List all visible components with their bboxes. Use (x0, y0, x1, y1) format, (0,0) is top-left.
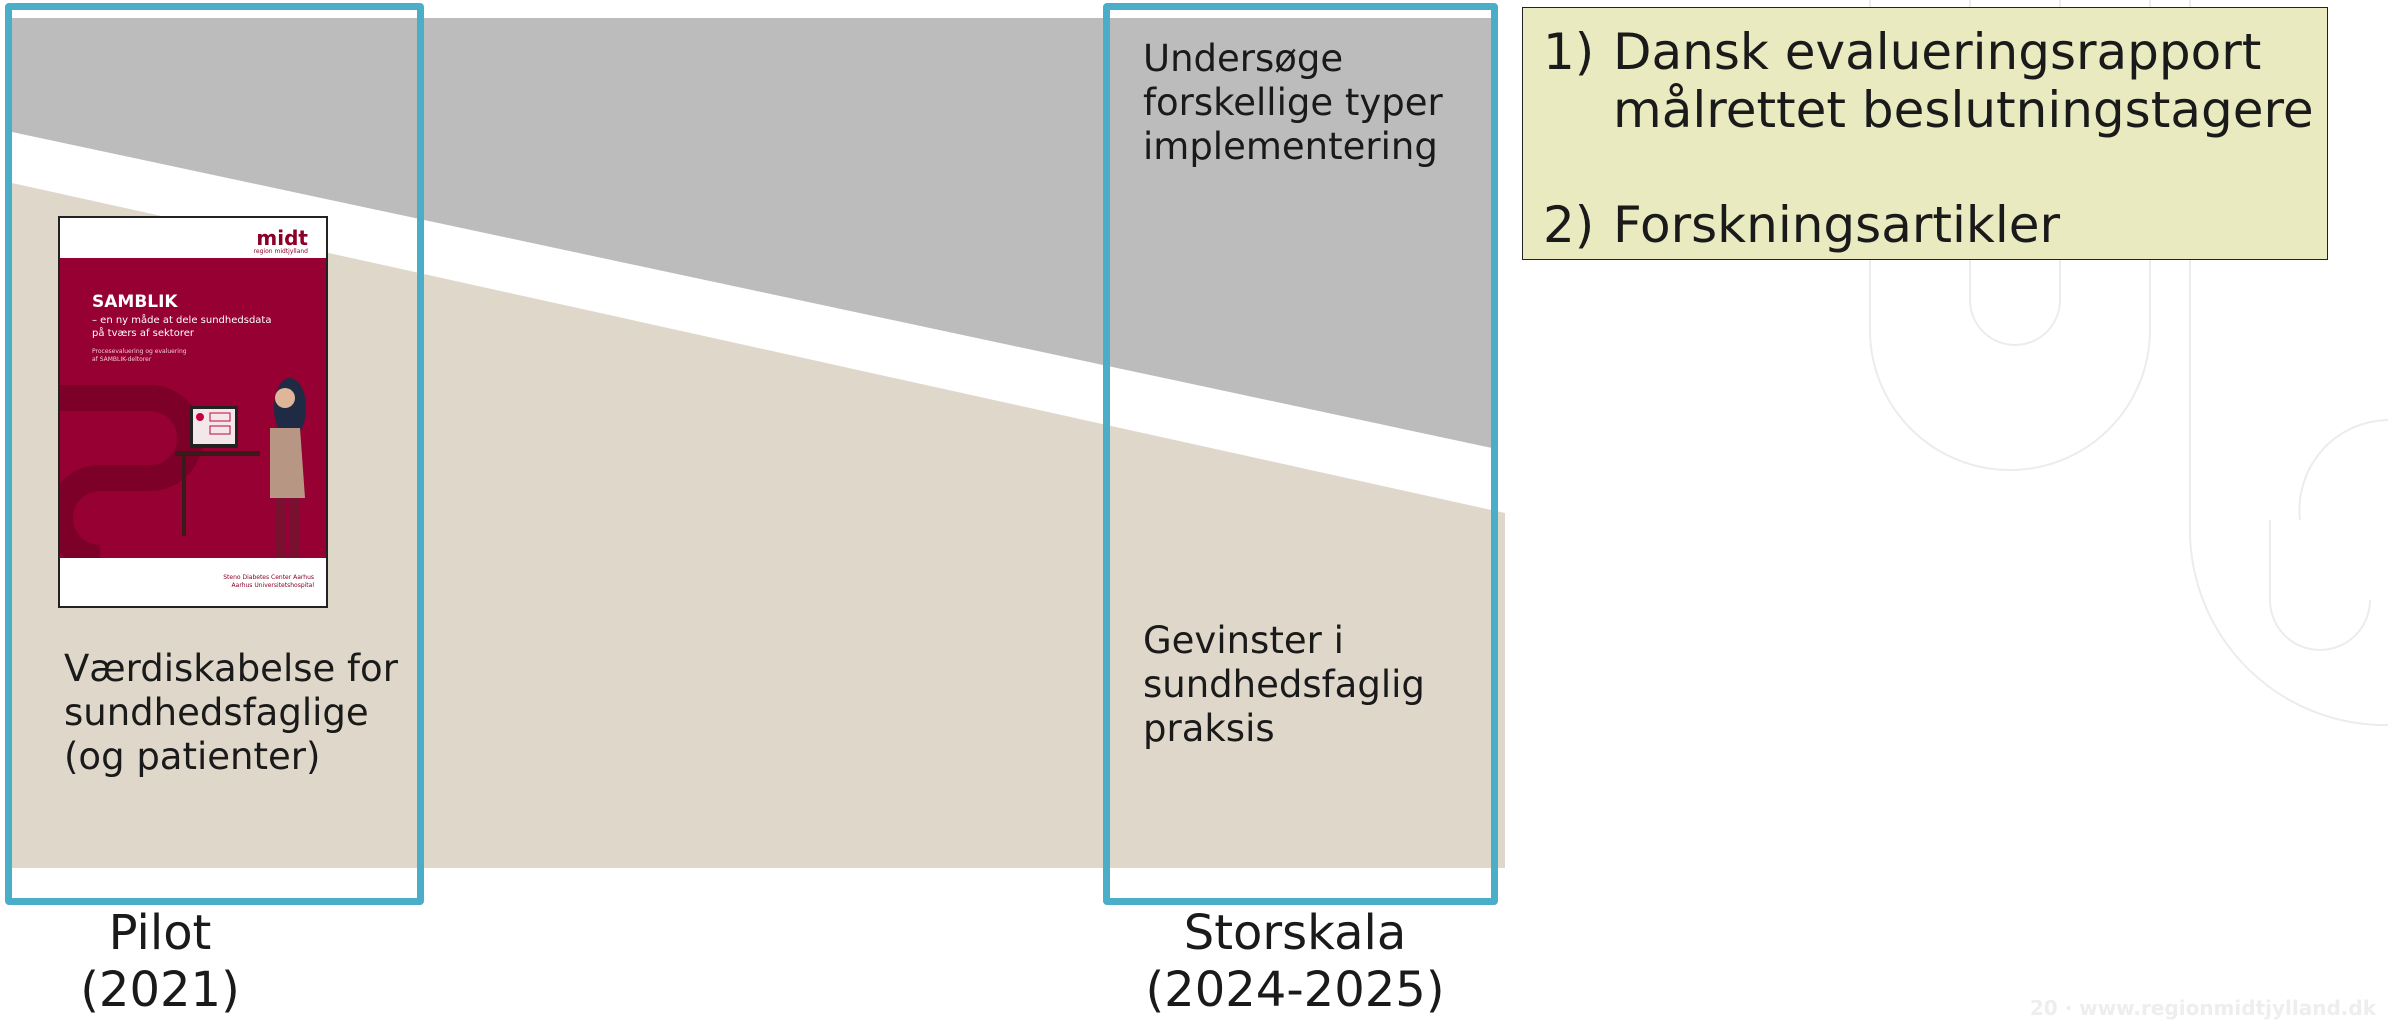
storskala-bottom-text: Gevinster i sundhedsfaglig praksis (1143, 619, 1425, 750)
storskala-top-text: Undersøge forskellige typer implementeri… (1143, 37, 1443, 168)
storskala-frame (1103, 3, 1498, 905)
cover-title: SAMBLIK (92, 292, 178, 312)
cover-logo-subtitle: region midtjylland (253, 248, 308, 255)
pilot-stage-label: Pilot (2021) (80, 905, 240, 1018)
cover-logo: midt (256, 226, 308, 250)
cover-small-text: Procesevaluering og evaluering af SAMBLI… (92, 348, 187, 363)
beige-band (12, 183, 1505, 868)
decorative-outline-icon (1869, 0, 2388, 727)
grey-band (12, 18, 1492, 448)
pilot-frame (5, 3, 424, 905)
cover-illustration (60, 378, 306, 571)
pilot-value-text: Værdiskabelse for sundhedsfaglige (og pa… (64, 647, 398, 778)
goals-box: 1) Dansk evalueringsrapport målrettet be… (1522, 7, 2328, 260)
goal-text: Dansk evalueringsrapport målrettet beslu… (1613, 23, 2314, 139)
report-cover-image: midt region midtjylland SAMBLIK – en ny … (58, 216, 328, 608)
goal-number: 2) (1543, 196, 1595, 254)
cover-footer: Steno Diabetes Center Aarhus Aarhus Univ… (223, 574, 314, 589)
goal-text: Forskningsartikler (1613, 196, 2061, 254)
slide-footer: 20 · www.regionmidtjylland.dk (2029, 996, 2376, 1020)
cover-panel (60, 258, 326, 571)
storskala-stage-label: Storskala (2024-2025) (1145, 905, 1445, 1018)
cover-tagline: – en ny måde at dele sundhedsdata på tvæ… (92, 315, 272, 339)
goal-number: 1) (1543, 23, 1595, 81)
